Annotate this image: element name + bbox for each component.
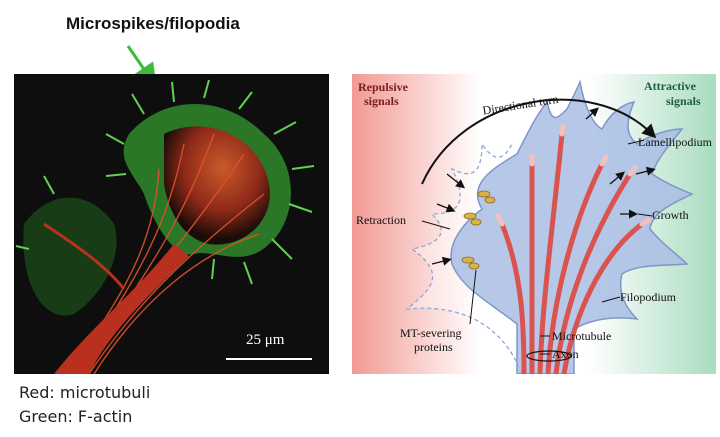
growth-cone-body	[450, 79, 694, 375]
growth-cone-diagram: Repulsive signals Attractive signals Dir…	[352, 74, 716, 377]
micrograph-panel: 25 μm	[14, 74, 329, 374]
legend-red: Red: microtubuli	[19, 383, 151, 402]
repulsive-label-line2: signals	[364, 94, 399, 108]
mt-severing-label-line2: proteins	[414, 340, 453, 354]
motion-arrows	[431, 107, 656, 266]
microtubule-tips	[495, 123, 652, 227]
filopodium-label: Filopodium	[620, 290, 677, 304]
scale-bar-label: 25 μm	[246, 332, 285, 348]
image-title: Microspikes/filopodia	[66, 14, 240, 33]
micrograph-image	[14, 74, 329, 374]
axon-ring	[526, 350, 572, 362]
axon-label: Axon	[552, 347, 579, 361]
microtubules	[499, 131, 645, 377]
mt-severing-protein-markers	[461, 190, 496, 270]
microtubule-label: Microtubule	[552, 329, 611, 343]
growth-label: Growth	[652, 208, 689, 222]
retraction-label: Retraction	[356, 213, 406, 227]
repulsive-label-line1: Repulsive	[358, 80, 409, 94]
attractive-label-line2: signals	[666, 94, 701, 108]
label-leader-lines	[421, 139, 653, 355]
directional-turn-arrow	[421, 98, 657, 185]
mt-severing-label-line1: MT-severing	[400, 326, 462, 340]
legend-green: Green: F-actin	[19, 407, 133, 426]
lamellipodium-label: Lamellipodium	[638, 135, 713, 149]
attractive-label-line1: Attractive	[644, 79, 697, 93]
